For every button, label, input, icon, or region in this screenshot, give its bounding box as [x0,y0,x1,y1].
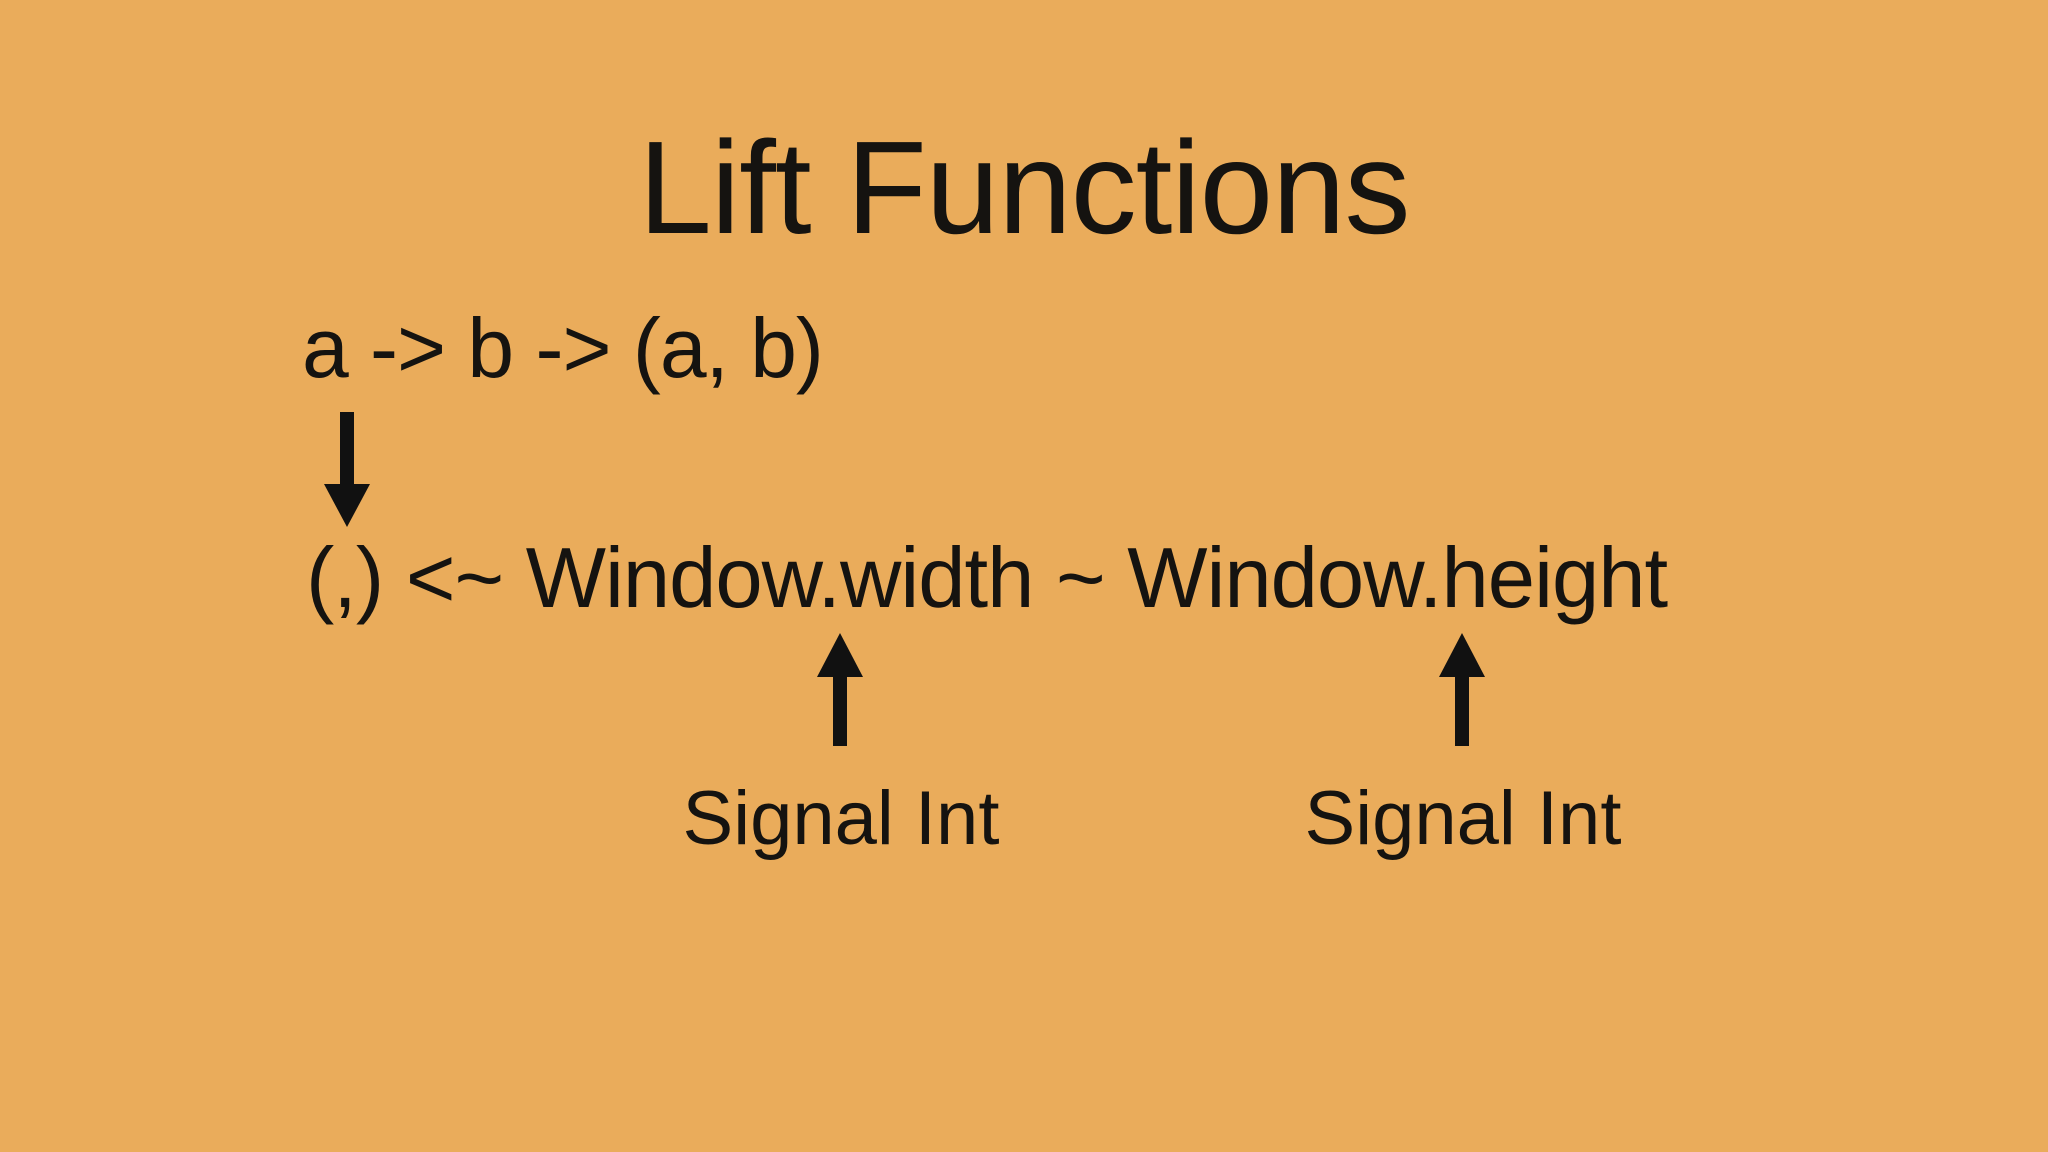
signal-int-label: Signal Int [1304,776,1622,861]
slide-title: Lift Functions [638,114,1410,261]
signal-int-label: Signal Int [682,776,1000,861]
up-arrow-head [1439,633,1485,677]
down-arrow-head [324,484,370,527]
down-arrow-icon [324,412,370,527]
up-arrow-shaft [833,677,847,746]
type-signature-text: a -> b -> (a, b) [302,301,824,395]
down-arrow-shaft [340,412,354,484]
up-arrow-shaft [1455,677,1469,746]
up-arrow-icon [817,633,863,746]
lifted-expression-text: (,) <~ Window.width ~ Window.height [306,531,1668,626]
up-arrow-head [817,633,863,677]
up-arrow-icon [1439,633,1485,746]
